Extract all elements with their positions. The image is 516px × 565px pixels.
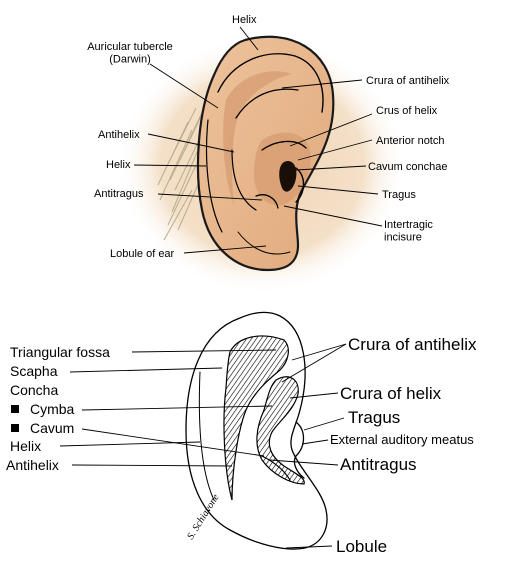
label-scapha: Scapha [10, 363, 58, 379]
label-crus-of-helix: Crus of helix [376, 105, 438, 117]
bottom-labels: Triangular fossa Scapha Concha Cymba Cav… [6, 335, 477, 556]
label-antihelix-bottom: Antihelix [6, 457, 59, 473]
line-drawing-ear: S. Schiavone [185, 311, 328, 550]
label-helix-bottom: Helix [10, 438, 41, 454]
label-crura-of-antihelix-bottom: Crura of antihelix [348, 335, 477, 354]
label-auricular-tubercle: Auricular tubercle(Darwin) [87, 41, 173, 66]
label-helix-top: Helix [232, 14, 257, 26]
label-triangular-fossa: Triangular fossa [10, 344, 110, 360]
label-antitragus-top: Antitragus [94, 188, 144, 200]
label-external-auditory-meatus: External auditory meatus [330, 432, 474, 447]
bottom-leader-lines [59, 343, 347, 549]
label-cymba: Cymba [30, 401, 75, 417]
label-tragus-top: Tragus [382, 189, 416, 201]
label-anterior-notch: Anterior notch [376, 135, 444, 147]
label-lobule: Lobule [336, 537, 387, 556]
square-bullet-icon [11, 405, 19, 413]
artist-signature: S. Schiavone [185, 492, 222, 542]
label-cavum: Cavum [30, 420, 74, 436]
label-cavum-conchae: Cavum conchae [368, 161, 448, 173]
label-antitragus-bottom: Antitragus [340, 455, 417, 474]
label-concha: Concha [10, 382, 58, 398]
colored-ear-illustration [117, 35, 407, 295]
label-helix-side: Helix [106, 159, 131, 171]
label-antihelix-top: Antihelix [98, 129, 140, 141]
label-lobule-of-ear: Lobule of ear [110, 248, 175, 260]
top-labels: Helix Auricular tubercle(Darwin) Crura o… [87, 14, 449, 260]
label-crura-of-antihelix-top: Crura of antihelix [366, 75, 450, 87]
top-leader-lines [133, 26, 383, 254]
square-bullet-icon [11, 424, 19, 432]
label-crura-of-helix: Crura of helix [340, 384, 442, 403]
label-tragus-bottom: Tragus [348, 408, 400, 427]
